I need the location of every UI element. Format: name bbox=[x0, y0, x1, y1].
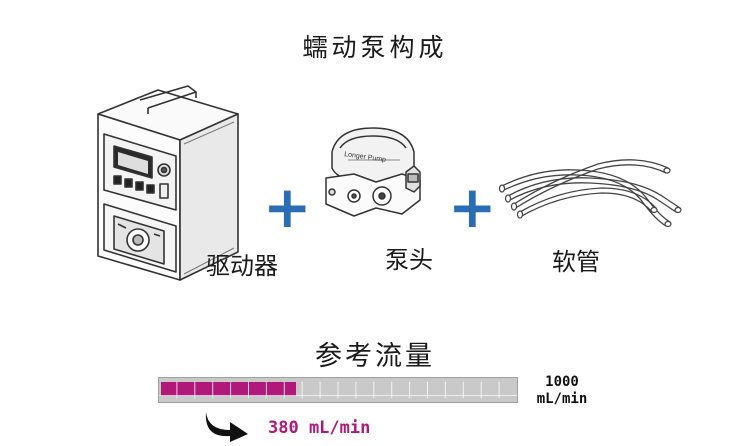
pump-head-label: 泵头 bbox=[385, 246, 433, 274]
driver-label: 驱动器 bbox=[206, 252, 278, 280]
flow-title: 参考流量 bbox=[315, 341, 435, 372]
flow-progress-ticks bbox=[159, 381, 517, 399]
tubing-illustration bbox=[498, 159, 682, 228]
pump-driver-illustration bbox=[97, 85, 239, 281]
tubing-label: 软管 bbox=[552, 248, 600, 276]
flow-max-label: 1000 mL/min bbox=[532, 374, 592, 408]
flow-max-unit: mL/min bbox=[536, 391, 588, 407]
flow-max-value: 1000 bbox=[545, 374, 579, 390]
page-title: 蠕动泵构成 bbox=[302, 33, 448, 62]
pump-head-illustration: Longer Pump bbox=[325, 127, 421, 217]
flow-progress-bar bbox=[158, 377, 518, 403]
arrow-icon bbox=[205, 412, 248, 442]
plus-icon: + bbox=[448, 173, 497, 241]
plus-icon: + bbox=[263, 173, 312, 241]
flow-current-label: 380 mL/min bbox=[268, 418, 371, 438]
